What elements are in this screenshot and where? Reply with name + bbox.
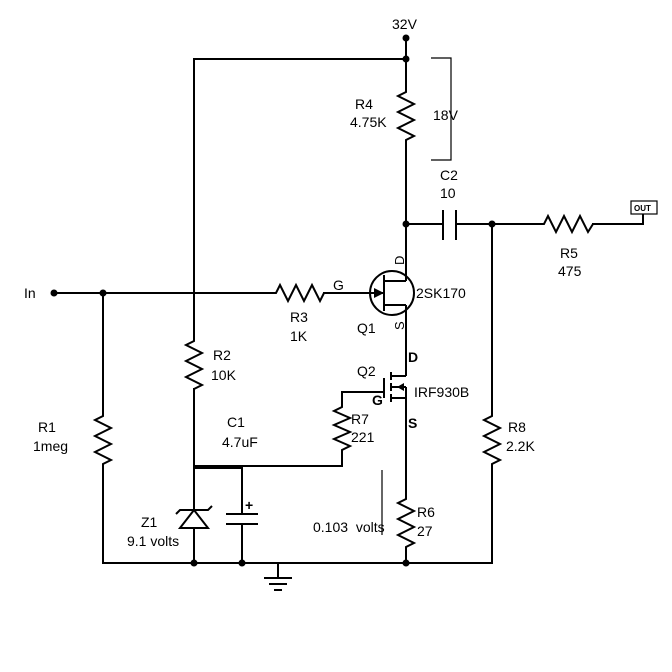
r8-resistor-symbol [481,412,503,466]
c2-ref: C2 [440,167,458,183]
q2-part: IRF930B [414,384,469,400]
junction-dot [402,34,410,42]
output-terminal: OUT [630,200,658,215]
r1-ref: R1 [38,419,56,435]
q1-drain-pin: D [392,256,407,265]
c2-capacitor-symbol [442,210,457,240]
q2-gate-pin: G [372,392,383,408]
r5-ref: R5 [560,245,578,261]
ground-icon [264,577,292,591]
wires [53,37,644,579]
output-label: OUT [634,204,651,213]
r7-ref: R7 [351,411,369,427]
supply-voltage-label: 32V [392,16,418,32]
zener-diode-symbol [175,505,213,529]
junction-dot [488,220,496,228]
q2-ref: Q2 [357,363,376,379]
z1-ref: Z1 [141,514,158,530]
r4-value: 4.75K [350,114,387,130]
input-label: In [24,285,36,301]
r3-value: 1K [290,328,308,344]
q2-source-pin: S [408,415,417,431]
r4-resistor-symbol [395,88,417,144]
c1-ref: C1 [227,414,245,430]
r1-resistor-symbol [92,412,114,466]
q1-jfet-symbol [369,268,415,318]
junction-dot [99,289,107,297]
q2-mosfet-symbol [383,370,407,402]
z1-value: 9.1 volts [127,533,179,549]
r8-ref: R8 [508,419,526,435]
junction-dot [402,559,410,567]
r6-resistor-symbol [395,495,417,549]
r8-value: 2.2K [506,438,535,454]
r7-resistor-symbol [331,404,353,456]
r2-value: 10K [211,367,237,383]
q1-part: 2SK170 [416,285,466,301]
r7-value: 221 [351,429,375,445]
r2-resistor-symbol [183,337,205,390]
q1-ref: Q1 [357,320,376,336]
r4-voltage-bracket [431,57,452,161]
r5-value: 475 [558,263,582,279]
q2-drain-pin: D [408,349,418,365]
r6-ref: R6 [417,504,435,520]
r4-ref: R4 [355,96,373,112]
r3-resistor-symbol [272,282,325,304]
junction-dot [402,220,410,228]
q1-gate-pin: G [333,277,344,293]
r6-value: 27 [417,523,433,539]
q1-source-pin: S [392,321,407,330]
r1-value: 1meg [33,438,68,454]
junction-dot [402,55,410,63]
junction-dot [190,559,198,567]
c1-polarity-mark: + [245,497,253,513]
junction-dot [238,559,246,567]
junction-dots [50,34,496,567]
r2-ref: R2 [213,347,231,363]
r5-resistor-symbol [540,213,594,235]
c2-value: 10 [440,185,456,201]
c1-value: 4.7uF [222,434,258,450]
r3-ref: R3 [290,309,308,325]
junction-dot [50,289,58,297]
r4-drop-label: 18V [433,107,459,123]
c1-capacitor-symbol: + [226,497,258,525]
r6-drop-label: 0.103 volts [313,519,385,535]
